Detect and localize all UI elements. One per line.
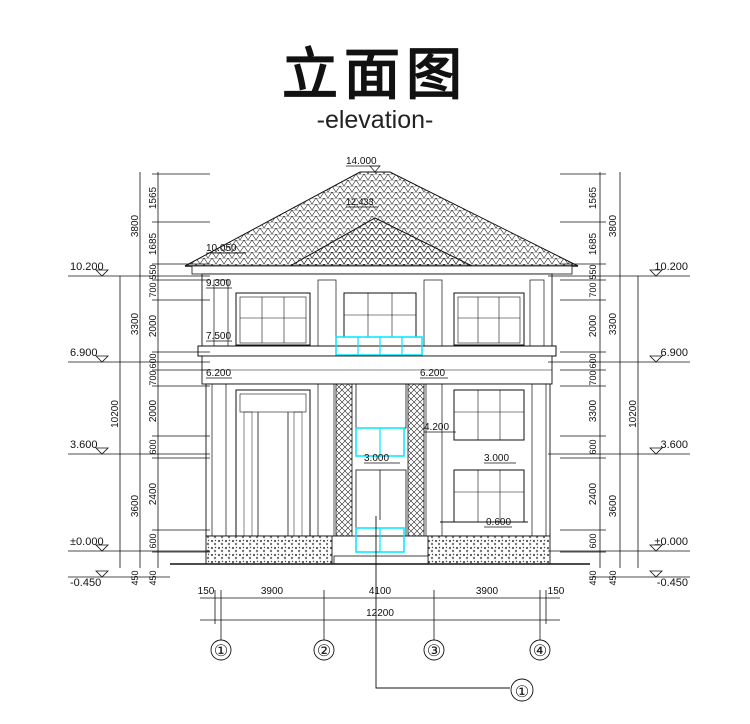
right-level-markers: 10.200 6.900 3.600 ±0.000 -0.450 [548, 261, 690, 589]
right-level-minus0450: -0.450 [657, 577, 688, 589]
level-4200: 4.200 [424, 422, 449, 433]
upper-left-window [235, 292, 311, 346]
left-inner-dim-4: 2000 [148, 314, 159, 337]
left-inner-dim-11: 450 [148, 570, 158, 585]
bottom-dim-4100: 4100 [369, 586, 392, 597]
left-level-minus0450: -0.450 [70, 577, 101, 589]
inner-level-annotations: 14.000 12.433 10.050 9.300 7.500 6.200 6… [206, 156, 516, 528]
roof [184, 171, 579, 275]
left-inner-dim-10: 600 [148, 533, 158, 548]
right-level-6900: 6.900 [660, 347, 688, 359]
left-outer-dim-1: 3300 [130, 312, 141, 335]
detail-marker: ① [515, 684, 529, 701]
right-dimensions: 1565 1685 550 700 2000 600 700 3300 600 … [560, 172, 639, 586]
bottom-dim-150-right: 150 [548, 586, 565, 597]
axis-bubbles [210, 639, 551, 661]
page-title: 立面图 [282, 43, 468, 108]
axis-label-1: ① [214, 643, 228, 660]
left-inner-dim-3: 700 [148, 282, 158, 297]
right-outer-dim-3: 3600 [608, 494, 619, 517]
right-inner-dim-7: 3300 [588, 399, 599, 422]
right-inner-dim-3: 700 [588, 282, 598, 297]
level-3000-right: 3.000 [484, 453, 509, 464]
right-inner-dim-10: 600 [588, 533, 598, 548]
right-outer-dim-4: 450 [608, 570, 618, 585]
left-inner-dim-0: 1565 [148, 186, 159, 209]
stone-plinth [205, 535, 551, 565]
right-outer-dim-0: 3800 [608, 214, 619, 237]
left-level-0000: ±0.000 [70, 536, 104, 548]
lattice-panel-left [335, 383, 353, 537]
bottom-dim-3900-left: 3900 [261, 586, 284, 597]
ground-right-window-lower [440, 469, 528, 523]
level-7500: 7.500 [206, 331, 231, 342]
upper-right-window [453, 292, 525, 346]
left-total-dim: 10200 [110, 400, 121, 428]
entrance [355, 383, 407, 553]
left-inner-dim-9: 2400 [148, 482, 159, 505]
level-6200-right: 6.200 [420, 368, 445, 379]
left-level-10200: 10.200 [70, 261, 104, 273]
right-level-3600: 3.600 [660, 439, 688, 451]
upper-floor [197, 273, 557, 357]
left-level-3600: 3.600 [70, 439, 98, 451]
bottom-dimensions: 150 3900 4100 3900 150 12200 [198, 586, 565, 640]
ground-right-window-upper [453, 389, 525, 441]
level-12433: 12.433 [346, 197, 374, 207]
left-inner-dim-8: 600 [148, 439, 158, 454]
left-outer-dim-3: 450 [130, 570, 140, 585]
right-inner-dim-5: 600 [588, 353, 598, 368]
level-6200-left: 6.200 [206, 368, 231, 379]
bottom-dim-total: 12200 [366, 608, 394, 619]
left-outer-dim-2: 3600 [130, 494, 141, 517]
right-inner-dim-0: 1565 [588, 186, 599, 209]
level-0600: 0.600 [486, 517, 511, 528]
axis-label-2: ② [317, 643, 331, 660]
right-inner-dim-1: 1685 [588, 232, 599, 255]
axis-label-4: ④ [533, 643, 547, 660]
axis-label-3: ③ [427, 643, 441, 660]
right-level-10200: 10.200 [654, 261, 688, 273]
level-9300: 9.300 [206, 278, 231, 289]
detail-callout [375, 516, 534, 702]
right-inner-dim-11: 450 [588, 570, 598, 585]
level-14000: 14.000 [346, 156, 377, 167]
left-outer-dim-0: 3800 [130, 214, 141, 237]
right-outer-dim-1: 3300 [608, 312, 619, 335]
right-total-dim: 10200 [628, 400, 639, 428]
left-level-6900: 6.900 [70, 347, 98, 359]
page-subtitle: -elevation- [316, 106, 434, 134]
floor-band [201, 355, 553, 385]
right-inner-dim-9: 2400 [588, 482, 599, 505]
level-10050: 10.050 [206, 243, 237, 254]
left-level-markers: 10.200 6.900 3.600 ±0.000 -0.450 [68, 261, 210, 589]
level-3000-center: 3.000 [364, 453, 389, 464]
ground-floor [205, 383, 551, 537]
left-inner-dim-7: 2000 [148, 399, 159, 422]
left-inner-dim-6: 700 [148, 370, 158, 385]
right-inner-dim-8: 600 [588, 439, 598, 454]
bottom-dim-150-left: 150 [198, 586, 215, 597]
left-dimensions: 1565 1685 550 700 2000 600 700 2000 600 … [110, 172, 210, 586]
bottom-dim-3900-right: 3900 [476, 586, 499, 597]
left-inner-dim-5: 600 [148, 353, 158, 368]
lattice-panel-right [407, 383, 425, 537]
right-inner-dim-6: 700 [588, 370, 598, 385]
right-level-0000: ±0.000 [654, 536, 688, 548]
right-inner-dim-4: 2000 [588, 314, 599, 337]
left-inner-dim-1: 1685 [148, 232, 159, 255]
right-inner-dim-2: 550 [588, 264, 598, 279]
left-inner-dim-2: 550 [148, 264, 158, 279]
upper-balcony-rail [335, 336, 423, 356]
